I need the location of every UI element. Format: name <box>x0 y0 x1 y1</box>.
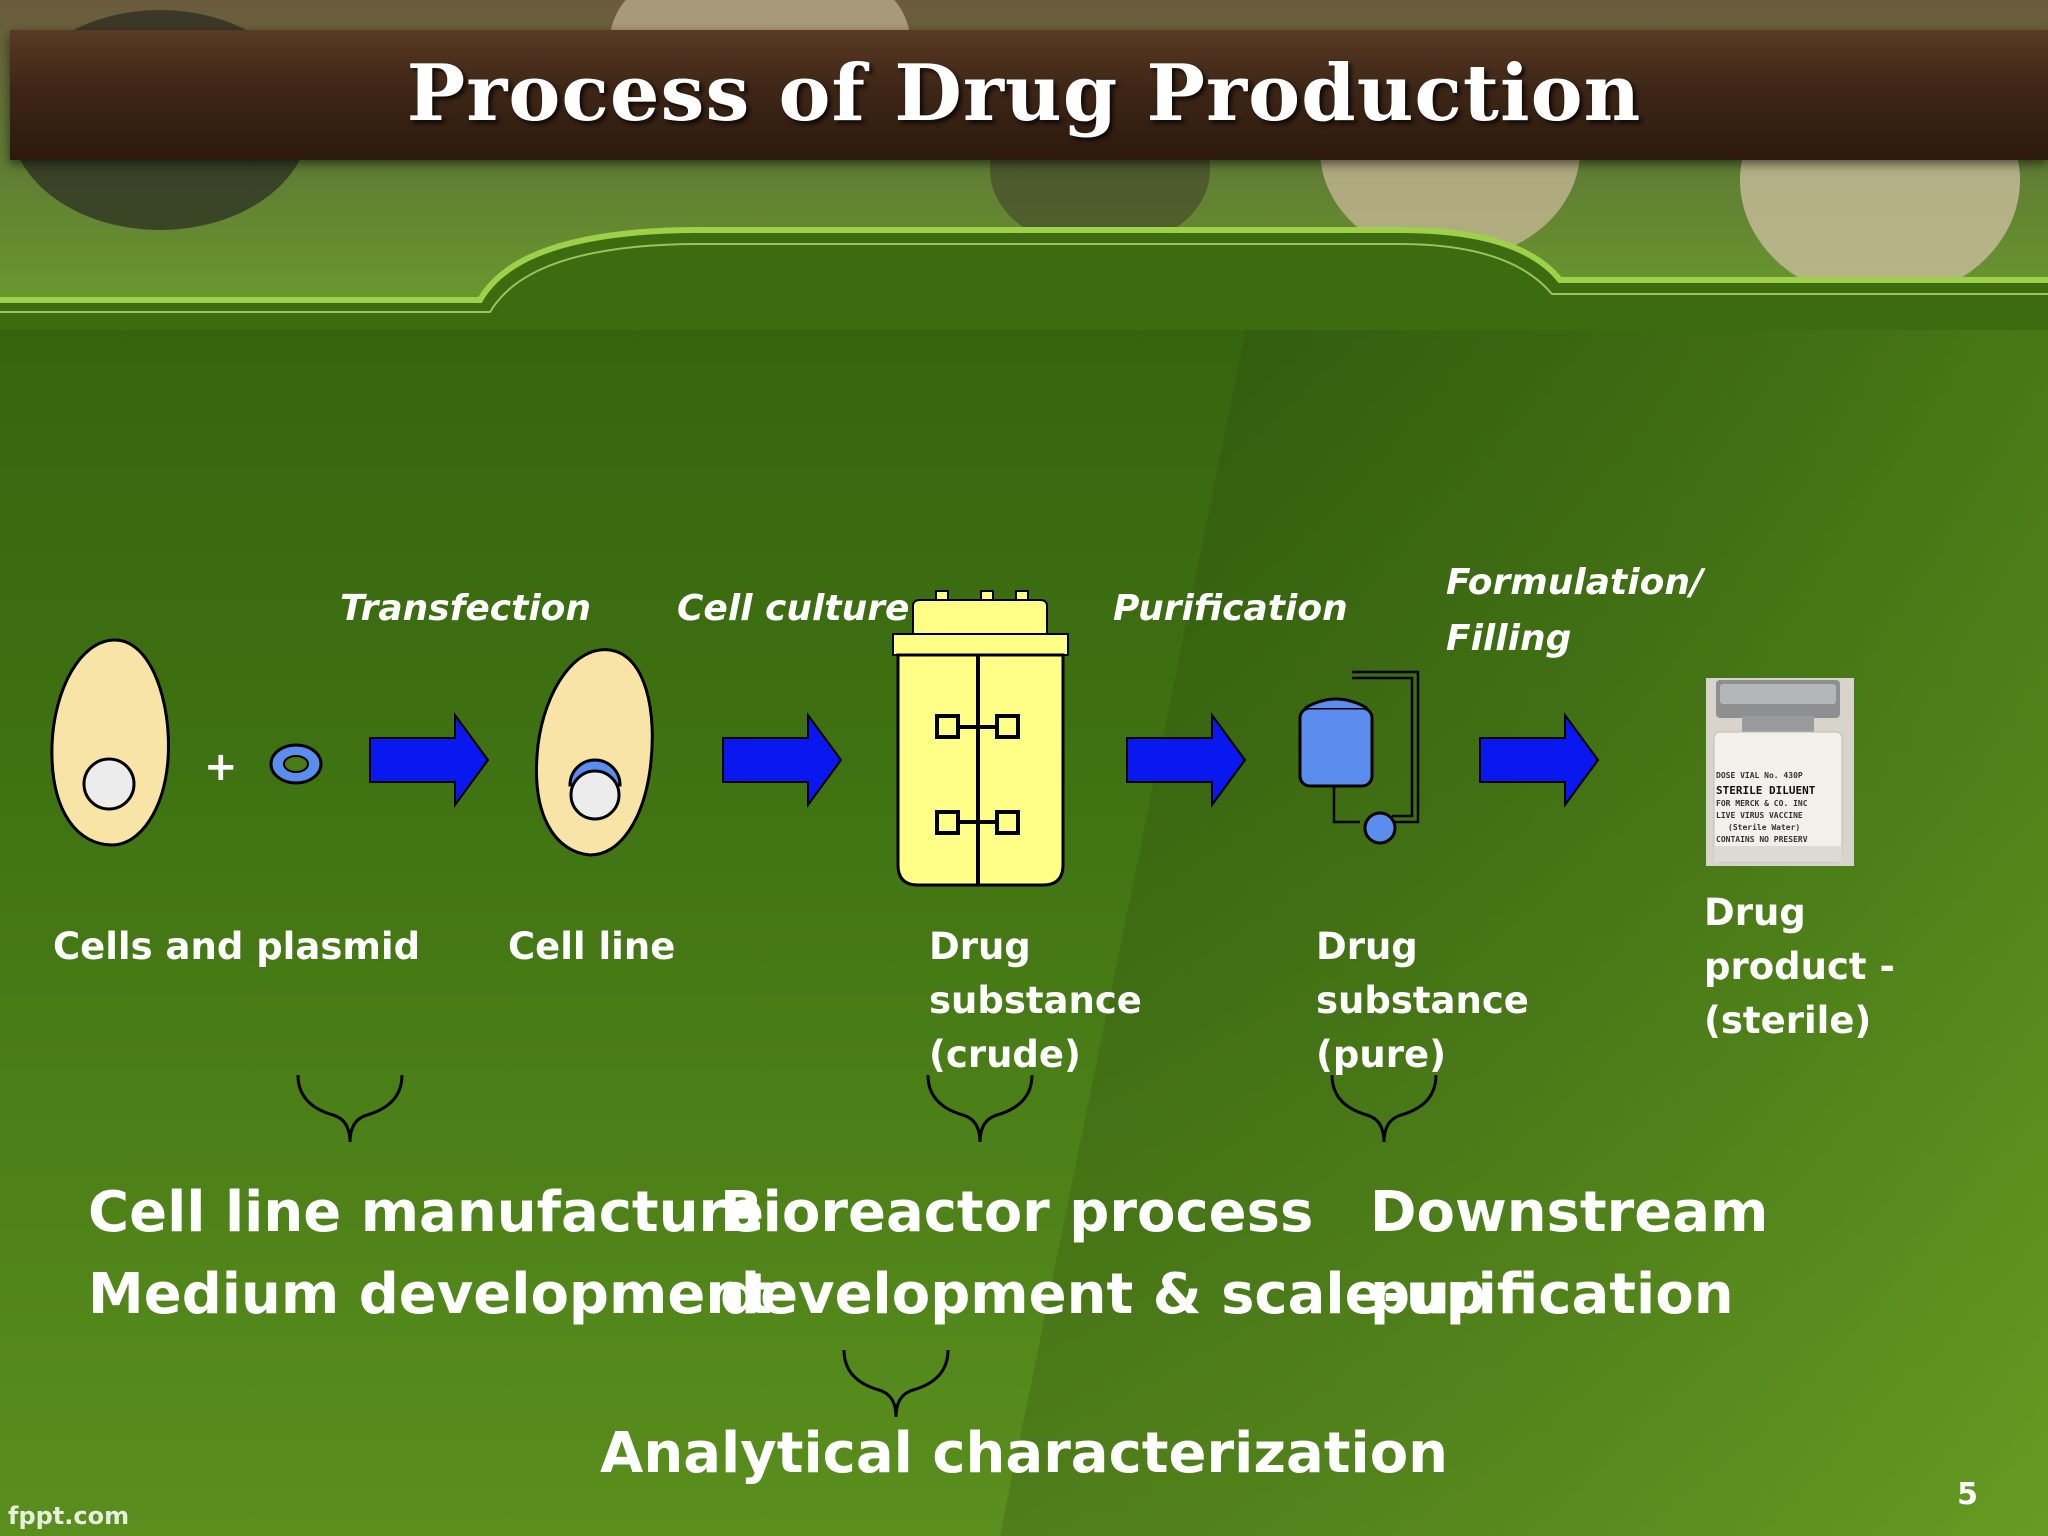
step-label-filling: Filling <box>1446 618 1572 659</box>
caption-line: (pure) <box>1316 1033 1446 1076</box>
slide-title: Process of Drug Production <box>406 48 1642 139</box>
page-number: 5 <box>1957 1477 1978 1512</box>
caption-line: Drug <box>1704 891 1806 934</box>
brace-icons <box>296 1074 1438 1418</box>
purification-unit-icon <box>1298 670 1420 845</box>
vial-label-line: DOSE VIAL No. 430P <box>1716 771 1803 780</box>
bioreactor-icon <box>892 590 1069 887</box>
stage-line: Downstream <box>1370 1180 1769 1245</box>
caption-drug-substance-crude: Drug substance (crude) <box>929 920 1142 1082</box>
stage-line: Medium development <box>88 1262 772 1327</box>
vial-label-line: STERILE DILUENT <box>1716 784 1816 797</box>
caption-cell-line: Cell line <box>508 925 676 968</box>
caption-line: Drug <box>929 925 1031 968</box>
caption-line: (sterile) <box>1704 999 1872 1042</box>
watermark: fppt.com <box>8 1502 130 1530</box>
caption-line: (crude) <box>929 1033 1081 1076</box>
arrow-icon <box>369 711 490 809</box>
vial-label-line: FOR MERCK & CO. INC <box>1716 799 1808 808</box>
caption-line: substance <box>1316 979 1529 1022</box>
cell-icon <box>50 638 170 847</box>
arrow-icon <box>1479 711 1600 809</box>
caption-drug-product: Drug product - (sterile) <box>1704 886 1895 1048</box>
vial-label-line: (Sterile Water) <box>1728 822 1800 832</box>
caption-cells-and-plasmid: Cells and plasmid <box>53 925 421 968</box>
stage-line: Cell line manufacture <box>88 1180 765 1245</box>
caption-line: product - <box>1704 945 1895 988</box>
cell-line-icon <box>535 648 654 857</box>
vial-label-line: CONTAINS NO PRESERV <box>1716 835 1808 844</box>
vial-label: DOSE VIAL No. 430P STERILE DILUENT FOR M… <box>1716 771 1816 844</box>
stage-downstream: Downstream purification <box>1370 1172 1768 1336</box>
vial-image <box>1706 678 1854 866</box>
stage-analytical: Analytical characterization <box>600 1421 1449 1486</box>
brace-icon <box>842 1349 950 1418</box>
step-label-formulation: Formulation/ <box>1446 562 1704 603</box>
caption-drug-substance-pure: Drug substance (pure) <box>1316 920 1529 1082</box>
step-label-cell-culture: Cell culture <box>677 588 910 629</box>
stage-cell-line: Cell line manufacture Medium development <box>88 1172 772 1336</box>
caption-line: Drug <box>1316 925 1418 968</box>
arrow-icon <box>722 711 843 809</box>
plus-sign: + <box>204 744 238 790</box>
brace-icon <box>1330 1074 1438 1143</box>
stage-line: Bioreactor process <box>720 1180 1314 1245</box>
arrow-icon <box>1126 711 1247 809</box>
stage-bioreactor: Bioreactor process development & scale-u… <box>720 1172 1486 1336</box>
stage-line: development & scale-up <box>720 1262 1486 1327</box>
vial-label-line: LIVE VIRUS VACCINE <box>1716 811 1803 820</box>
title-bar <box>10 30 2048 160</box>
plasmid-icon <box>269 743 323 785</box>
brace-icon <box>926 1074 1034 1143</box>
caption-line: substance <box>929 979 1142 1022</box>
brace-icon <box>296 1074 404 1143</box>
step-label-transfection: Transfection <box>340 588 592 629</box>
step-label-purification: Purification <box>1113 588 1348 629</box>
stage-line: purification <box>1370 1262 1734 1327</box>
